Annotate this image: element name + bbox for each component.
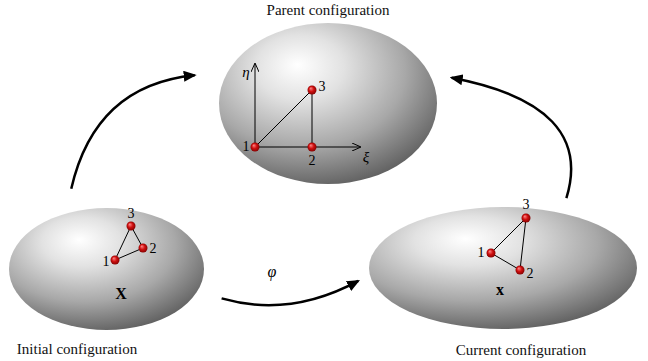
diagram-label: 1 <box>103 254 110 270</box>
parent-element <box>251 64 361 152</box>
configuration-title: Parent configuration <box>267 1 390 19</box>
diagram-label: 3 <box>319 79 326 95</box>
element-node-dot <box>127 222 136 231</box>
xi-axis <box>255 147 360 148</box>
element-node-dot <box>516 266 525 275</box>
diagram-label: 2 <box>527 266 534 282</box>
element-node-dot <box>111 256 120 265</box>
current-element <box>487 214 531 275</box>
diagram-label: 1 <box>243 139 250 155</box>
eta-axis <box>255 64 256 147</box>
element-triangle <box>491 218 526 270</box>
region-outline <box>218 22 438 185</box>
diagram-label: 3 <box>523 197 530 213</box>
diagram-label: 3 <box>128 206 135 222</box>
configuration-region: Parent configuration <box>218 22 438 185</box>
diagram-label: 2 <box>150 241 157 257</box>
diagram-label: ξ <box>363 149 369 166</box>
diagram-label: 2 <box>309 153 316 169</box>
element-triangle <box>115 226 143 260</box>
region-ellipse <box>369 207 637 329</box>
mapping-arrow <box>452 78 572 198</box>
diagram-label: x <box>496 281 504 299</box>
diagram-label: X <box>115 285 127 303</box>
element-node-dot <box>522 214 531 223</box>
initial-element <box>111 222 148 265</box>
element-node-dot <box>251 143 260 152</box>
element-node-dot <box>308 143 317 152</box>
mapping-arrow <box>71 75 194 189</box>
element-edge <box>255 90 312 147</box>
region-ellipse <box>219 23 437 184</box>
diagram-label: η <box>242 64 249 81</box>
configuration-title: Current configuration <box>456 341 586 359</box>
configuration-region: Current configuration <box>368 206 638 330</box>
region-outline <box>368 206 638 330</box>
element-node-dot <box>139 244 148 253</box>
element-edge <box>312 90 313 147</box>
region-ellipse <box>9 208 204 330</box>
element-node-dot <box>487 249 496 258</box>
configuration-title: Initial configuration <box>17 340 137 358</box>
element-node-dot <box>308 86 317 95</box>
mapping-arrow <box>222 281 359 305</box>
diagram-label: 1 <box>478 245 485 261</box>
mapping-label: φ <box>266 263 279 281</box>
